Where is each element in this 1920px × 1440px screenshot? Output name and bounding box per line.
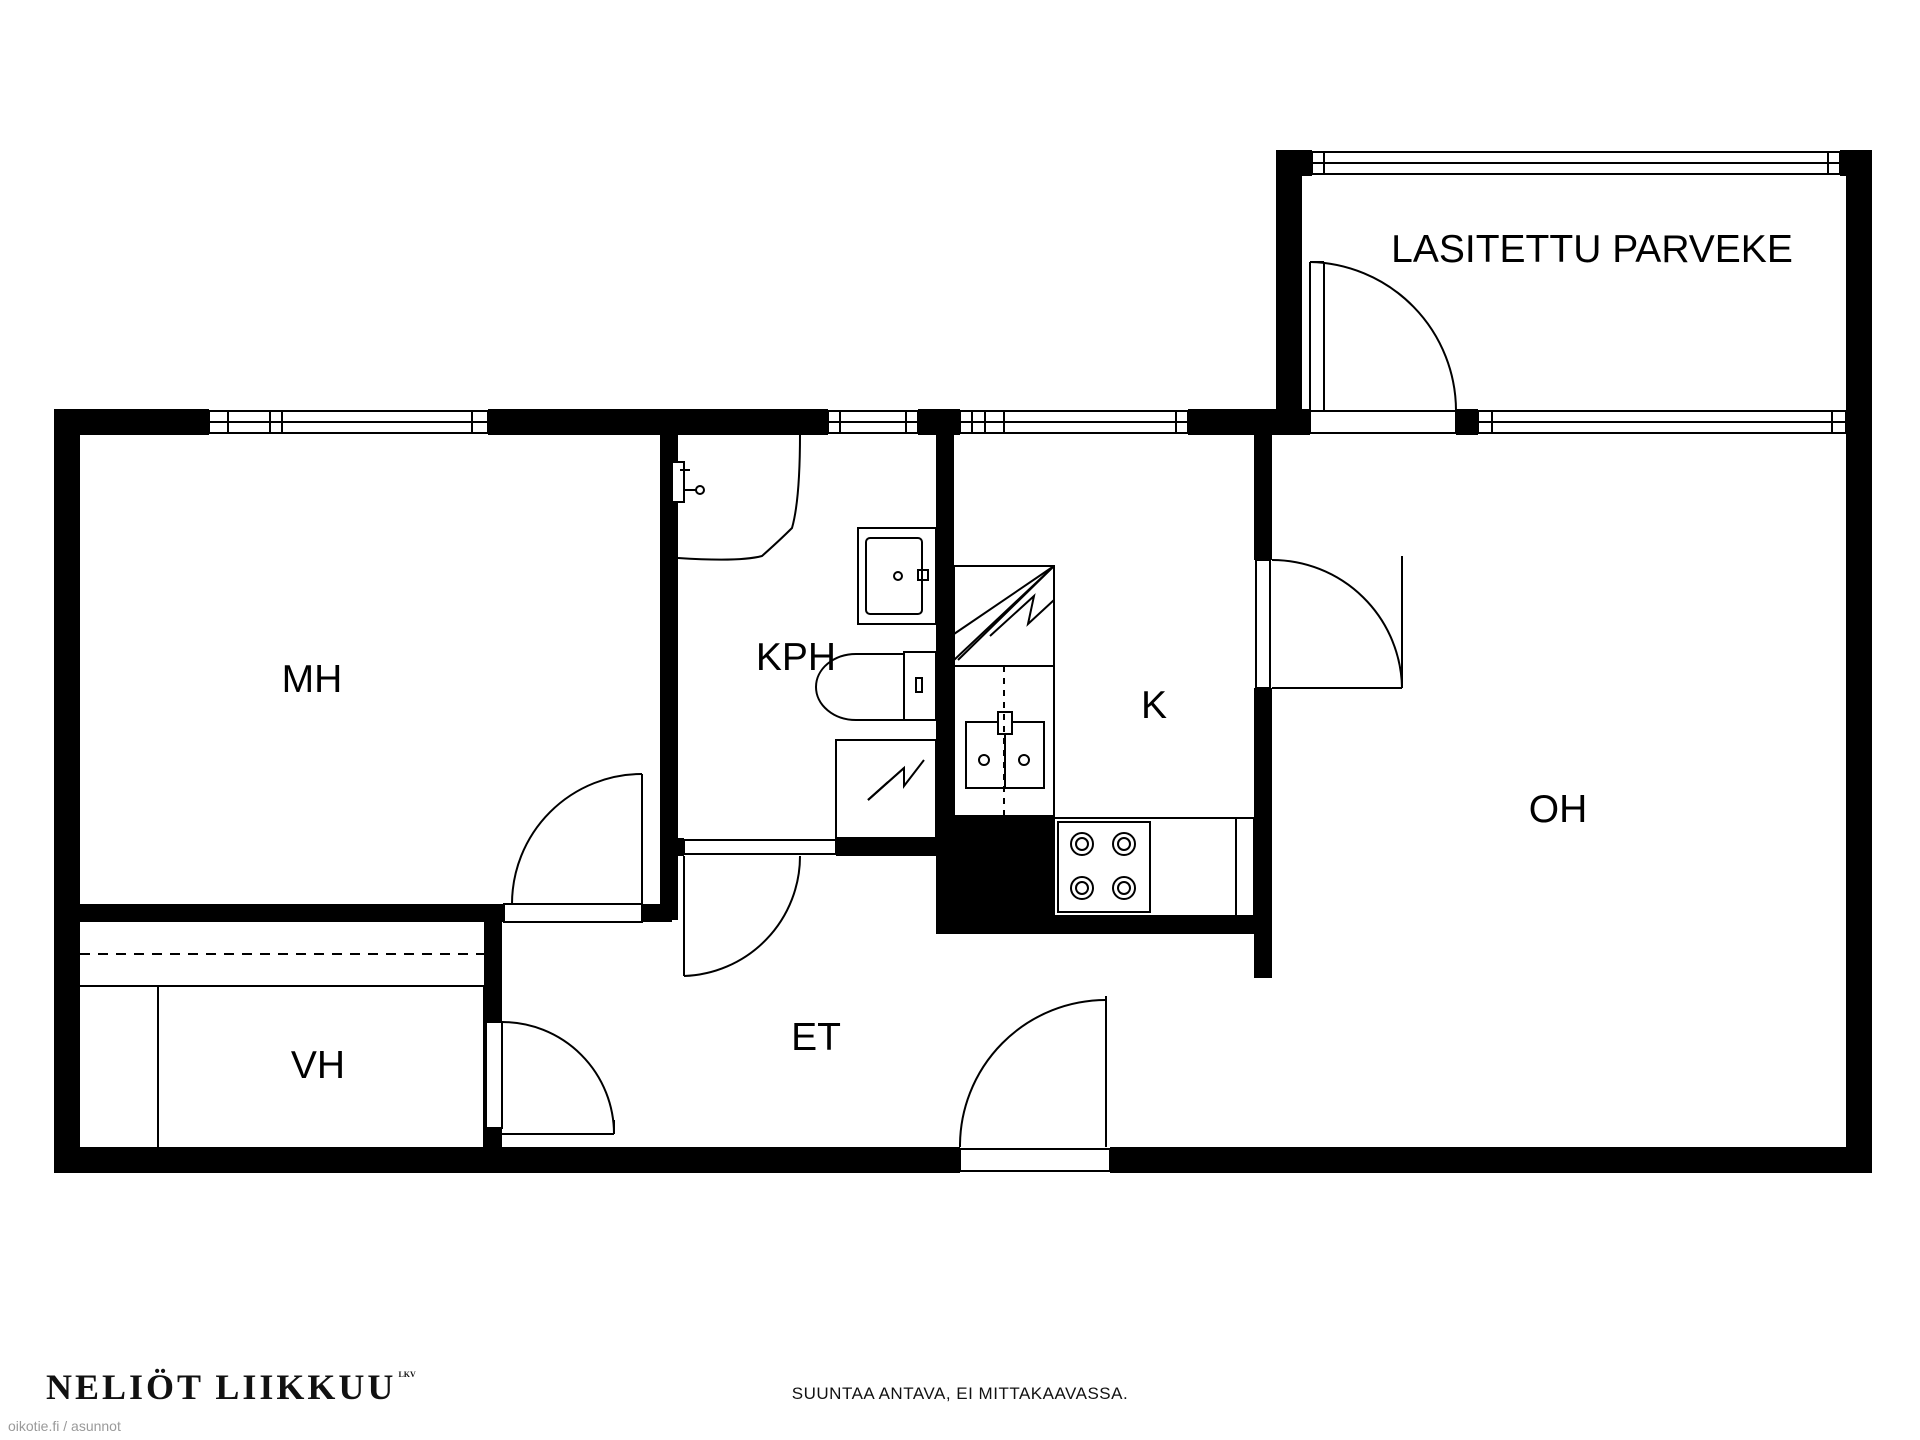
stove	[1053, 817, 1255, 917]
wall-top-5	[1456, 409, 1478, 435]
wall-kph-bottom	[660, 838, 684, 856]
kitchen-fixtures	[953, 565, 1255, 917]
wall-vh-right	[484, 916, 502, 1022]
door-balcony	[1309, 261, 1457, 412]
wall-mh-bottom-left	[54, 904, 504, 922]
wall-k-oh-bottom	[1254, 688, 1272, 978]
bathroom-sink	[857, 527, 937, 625]
wall-balcony-top-left	[1276, 150, 1312, 176]
door-entrance	[958, 996, 1111, 1172]
shaft	[936, 816, 1054, 932]
washing-machine	[835, 739, 937, 839]
room-label-mh: MH	[282, 658, 343, 701]
wall-balcony-top-right	[1840, 150, 1872, 176]
wall-kph-bottom-right	[836, 838, 954, 856]
windows	[208, 151, 1847, 434]
wall-balcony-left	[1276, 150, 1302, 434]
door-kph	[683, 839, 837, 977]
walls	[54, 150, 1872, 1173]
shower-curtain	[677, 433, 801, 561]
door-vh	[485, 1021, 615, 1135]
balcony-door-opening	[1309, 410, 1457, 434]
room-label-k: K	[1141, 684, 1167, 727]
room-label-et: ET	[791, 1016, 841, 1059]
wall-kph-left	[660, 420, 678, 920]
wall-k-bottom	[936, 916, 1272, 934]
wall-vh-right-low	[484, 1128, 502, 1158]
doors	[485, 261, 1457, 1172]
wall-right	[1846, 150, 1872, 1173]
shower-tap	[671, 461, 705, 503]
wall-kph-right	[936, 420, 954, 862]
source-watermark: oikotie.fi / asunnot	[8, 1418, 121, 1434]
wall-top-1	[54, 409, 209, 435]
closet-fixtures	[80, 953, 485, 1147]
toilet	[815, 651, 937, 721]
room-label-balcony: LASITETTU PARVEKE	[1391, 228, 1793, 271]
wall-top-2	[488, 409, 828, 435]
kitchen-sink	[965, 666, 1045, 816]
room-label-vh: VH	[291, 1044, 345, 1087]
brand-mark: LKV	[398, 1370, 416, 1379]
fridge	[957, 565, 1055, 661]
room-label-kph: KPH	[756, 636, 836, 679]
brand-name: NELIÖT LIIKKUU	[46, 1367, 397, 1407]
wall-left	[54, 409, 80, 1173]
wall-k-oh-top	[1254, 420, 1272, 560]
room-label-oh: OH	[1529, 788, 1588, 831]
door-mh	[503, 773, 643, 923]
wall-bottom-right	[1110, 1147, 1872, 1173]
wall-bottom-left	[54, 1147, 960, 1173]
door-oh	[1255, 556, 1403, 689]
bathroom-fixtures	[671, 433, 937, 839]
scale-disclaimer: SUUNTAA ANTAVA, EI MITTAKAAVASSA.	[791, 1384, 1129, 1403]
